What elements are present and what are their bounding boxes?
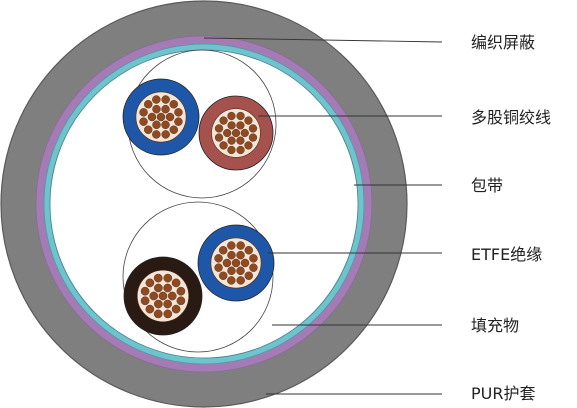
copper-strand — [227, 136, 236, 145]
copper-strand — [174, 108, 183, 117]
copper-strand — [152, 130, 161, 139]
copper-strand — [139, 117, 148, 126]
label-filler: 填充物 — [471, 316, 520, 335]
copper-strand — [139, 108, 148, 117]
copper-strand — [249, 263, 258, 272]
copper-strand — [169, 125, 178, 134]
copper-strand — [163, 273, 173, 283]
copper-strand — [154, 299, 163, 309]
copper-strand — [171, 304, 181, 314]
copper-strand — [236, 111, 245, 121]
copper-strand — [152, 120, 161, 130]
copper-strand — [227, 241, 236, 250]
core-blue-top — [122, 78, 200, 156]
copper-strand — [152, 95, 161, 104]
copper-strand — [163, 299, 172, 309]
copper-strand — [231, 128, 241, 138]
copper-strand — [214, 254, 223, 263]
copper-strand — [145, 278, 155, 288]
copper-strand — [219, 271, 228, 280]
copper-strand — [158, 291, 168, 301]
copper-strand — [169, 100, 178, 109]
copper-strand — [244, 271, 253, 280]
copper-strand — [227, 145, 236, 155]
core-black-bottom — [123, 256, 203, 336]
copper-strand — [219, 246, 228, 255]
copper-strand — [163, 309, 173, 319]
label-etfe-insulation: ETFE绝缘 — [471, 245, 543, 264]
copper-strand — [219, 141, 228, 150]
copper-strand — [156, 112, 166, 122]
copper-strand — [176, 296, 186, 306]
copper-strand — [244, 141, 253, 150]
copper-strand — [214, 133, 224, 142]
copper-strand — [174, 117, 183, 126]
copper-strand — [219, 116, 228, 125]
leader-braid-shield — [203, 37, 443, 43]
copper-strand — [161, 130, 170, 139]
copper-strand — [240, 258, 250, 268]
copper-strand — [145, 304, 155, 314]
copper-strand — [161, 120, 170, 130]
label-stranded-copper: 多股铜绞线 — [471, 108, 552, 127]
copper-strand — [236, 250, 245, 260]
copper-strand — [163, 283, 172, 293]
copper-strand — [165, 112, 175, 122]
copper-strand — [153, 309, 163, 319]
leader-lines — [203, 37, 443, 395]
copper-strand — [236, 136, 245, 145]
copper-strand — [161, 104, 170, 114]
copper-strand — [244, 116, 253, 125]
copper-strand — [153, 273, 163, 283]
copper-strand — [154, 283, 163, 293]
filler — [49, 49, 359, 359]
copper-strand — [240, 128, 249, 138]
copper-strand — [236, 276, 245, 285]
copper-strand — [147, 112, 157, 122]
core-blue-bottom — [197, 224, 275, 302]
copper-strand — [227, 276, 236, 285]
copper-strand — [214, 124, 224, 133]
label-braid-shield: 编织屏蔽 — [471, 33, 536, 52]
copper-strand — [161, 95, 170, 104]
copper-strand — [144, 125, 153, 134]
label-pur-jacket: PUR护套 — [471, 384, 536, 403]
copper-strand — [227, 111, 236, 121]
copper-strand — [227, 121, 236, 130]
copper-strand — [236, 145, 245, 155]
pair-outline-bottom — [122, 201, 274, 353]
copper-strand — [171, 278, 181, 288]
copper-strand — [140, 296, 150, 306]
copper-strand — [222, 258, 232, 268]
label-wrapping-tape: 包带 — [471, 176, 504, 195]
copper-strand — [249, 254, 258, 263]
copper-strand — [227, 266, 236, 276]
copper-strand — [140, 286, 150, 296]
copper-strand — [149, 291, 159, 301]
copper-strand — [167, 291, 177, 301]
copper-strand — [176, 286, 186, 296]
copper-strand — [152, 104, 161, 114]
copper-strand — [236, 241, 245, 250]
copper-strand — [231, 258, 241, 268]
copper-strand — [236, 121, 245, 130]
copper-strand — [236, 266, 245, 276]
copper-strand — [144, 100, 153, 109]
copper-strand — [227, 250, 236, 260]
copper-strand — [244, 246, 253, 255]
copper-strand — [248, 133, 258, 142]
copper-strand — [248, 124, 258, 133]
copper-strand — [214, 263, 223, 272]
core-red-top — [198, 95, 274, 171]
copper-strand — [223, 128, 232, 138]
